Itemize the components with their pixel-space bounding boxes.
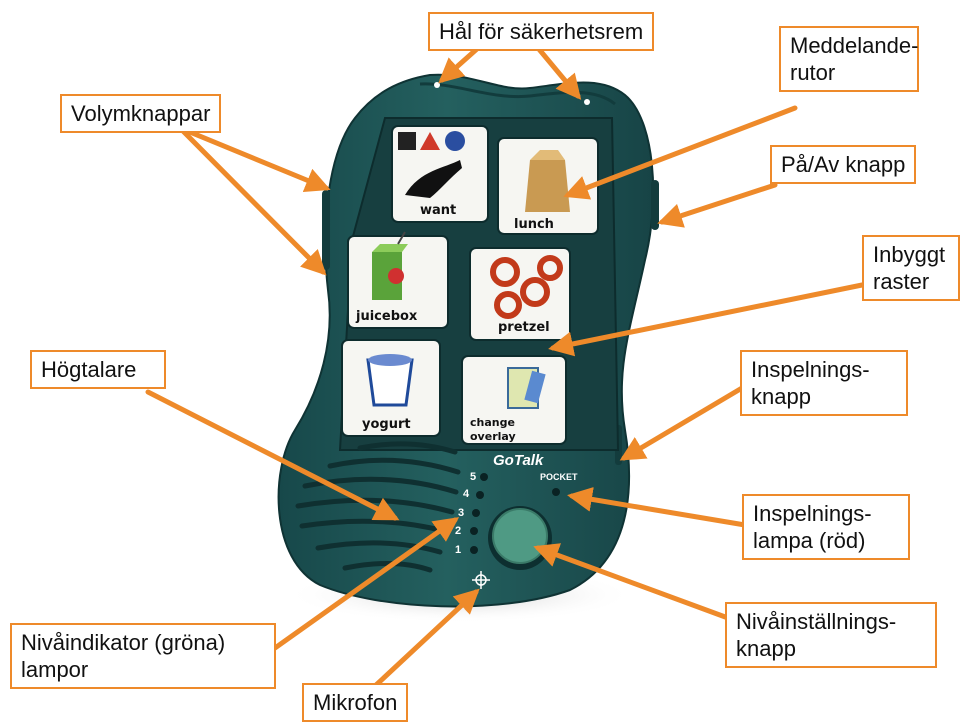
callout-volume-buttons-text: Volymknappar — [71, 101, 211, 126]
callout-microphone: Mikrofon — [302, 683, 409, 722]
message-cell-pretzel: pretzel — [469, 247, 571, 341]
record-light — [552, 488, 560, 496]
callout-level-button: Nivåinställnings- knapp — [725, 602, 937, 668]
callout-level-button-line1: Nivåinställnings- — [736, 609, 897, 634]
callout-arrows — [145, 45, 865, 689]
callout-record-light-line2: lampa (röd) — [753, 528, 866, 553]
message-label-yogurt: yogurt — [362, 417, 411, 432]
svg-text:2: 2 — [455, 525, 461, 537]
brand-logo: GoTalk POCKET — [493, 452, 578, 482]
callout-power-button: På/Av knapp — [770, 145, 917, 184]
callout-level-lights-line1: Nivåindikator (gröna) — [21, 630, 226, 655]
callout-record-light-line1: Inspelnings- — [753, 501, 872, 526]
callout-strap-holes: Hål för säkerhetsrem — [428, 12, 655, 51]
callout-built-in-grid: Inbyggt raster — [862, 235, 960, 301]
callout-power-button-text: På/Av knapp — [781, 152, 906, 177]
power-button-side — [651, 180, 659, 230]
message-label-overlay: overlay — [470, 430, 516, 443]
message-label-change: change — [470, 416, 515, 429]
message-cell-lunch: lunch — [497, 137, 599, 235]
callout-level-button-line2: knapp — [736, 636, 796, 661]
svg-text:1: 1 — [455, 544, 461, 556]
message-cell-change-overlay: change overlay — [461, 355, 567, 445]
svg-text:POCKET: POCKET — [540, 472, 578, 482]
message-label-lunch: lunch — [514, 217, 554, 232]
callout-grid-line2: raster — [873, 269, 930, 294]
strap-hole-left — [434, 82, 440, 88]
volume-button-rocker — [322, 190, 330, 270]
svg-text:5: 5 — [470, 471, 476, 483]
message-label-want: want — [420, 203, 456, 218]
callout-strap-holes-text: Hål för säkerhetsrem — [439, 19, 644, 44]
callout-microphone-text: Mikrofon — [313, 690, 398, 715]
svg-text:3: 3 — [458, 507, 464, 519]
callout-record-button-line1: Inspelnings- — [751, 357, 870, 382]
callout-message-cells: Meddelande- rutor — [779, 26, 919, 92]
callout-level-lights-line2: lampor — [21, 657, 89, 682]
message-label-pretzel: pretzel — [498, 320, 550, 335]
message-label-juicebox: juicebox — [355, 309, 418, 324]
message-cell-yogurt: yogurt — [341, 339, 441, 437]
callout-level-lights: Nivåindikator (gröna) lampor — [10, 623, 276, 689]
svg-text:GoTalk: GoTalk — [493, 452, 544, 469]
callout-message-cells-line1: Meddelande- — [790, 33, 919, 58]
strap-hole-right — [584, 99, 590, 105]
message-cell-juicebox: juicebox — [347, 231, 449, 329]
callout-record-button: Inspelnings- knapp — [740, 350, 908, 416]
message-cell-want: want — [391, 125, 489, 223]
callout-message-cells-line2: rutor — [790, 60, 836, 85]
callout-volume-buttons: Volymknappar — [60, 94, 222, 133]
svg-text:4: 4 — [463, 488, 470, 500]
callout-record-light: Inspelnings- lampa (röd) — [742, 494, 910, 560]
callout-speaker: Högtalare — [30, 350, 166, 389]
callout-grid-line1: Inbyggt — [873, 242, 946, 267]
callout-record-button-line2: knapp — [751, 384, 811, 409]
microphone-icon — [472, 571, 490, 589]
callout-speaker-text: Högtalare — [41, 357, 137, 382]
